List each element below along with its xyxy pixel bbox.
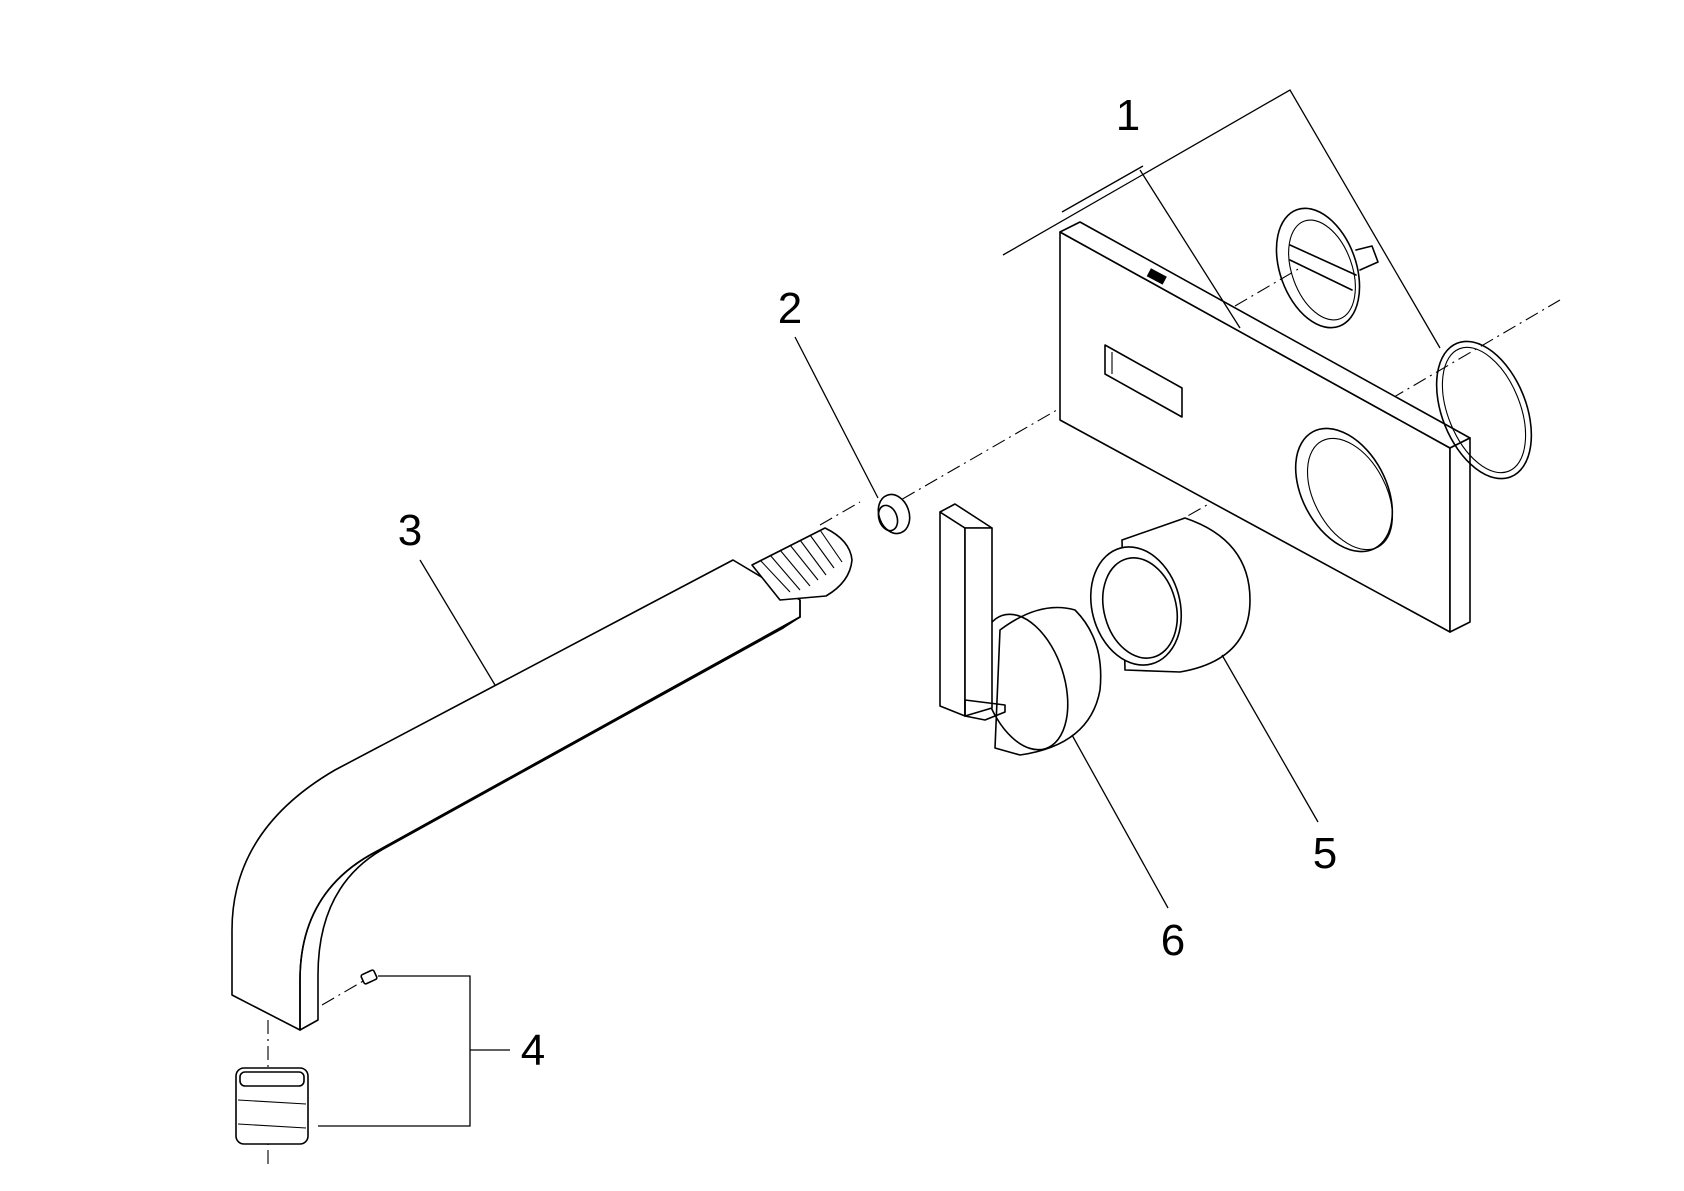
callout-6: 6 — [1161, 916, 1185, 965]
callout-5: 5 — [1313, 829, 1337, 878]
aerator-top — [239, 1071, 305, 1087]
part-2-seal-nut — [877, 493, 911, 535]
lever-foot — [964, 699, 1006, 721]
leader-lines — [318, 89, 1441, 1127]
plate-logo-mark — [1146, 268, 1167, 285]
leader-4 — [318, 975, 510, 1127]
cartridge-ring-outer — [1275, 207, 1361, 329]
axis-spout-nut — [819, 501, 861, 526]
callout-4: 4 — [521, 1026, 545, 1075]
plate-bore-inner — [1306, 437, 1394, 551]
aerator-body — [235, 1067, 309, 1145]
plate-slot — [1104, 344, 1183, 418]
axis-screw — [321, 979, 366, 1006]
callout-2: 2 — [778, 284, 802, 333]
aerator-groove-2 — [237, 1123, 307, 1129]
handle-rosette — [994, 606, 1102, 756]
sleeve-front-inner — [1102, 557, 1178, 659]
spout-body-top — [231, 559, 801, 1031]
leader-2 — [794, 336, 879, 499]
cartridge-ring-bar — [1289, 244, 1357, 291]
part-4-aerator — [235, 969, 378, 1145]
seal-nut-outer — [877, 493, 911, 535]
leader-1 — [1002, 89, 1441, 349]
o-ring-outer — [1435, 340, 1533, 480]
plate-side-edge — [1449, 437, 1471, 633]
part-5-sleeve — [1089, 517, 1251, 673]
spout-body-front — [299, 616, 801, 1031]
callout-1: 1 — [1116, 91, 1140, 140]
spout-thread-lines — [759, 529, 843, 593]
callout-labels: 1 2 3 4 5 6 — [398, 91, 1337, 1075]
set-screw — [360, 969, 378, 985]
part-1-wall-plate — [1059, 207, 1533, 633]
o-ring-inner — [1441, 346, 1527, 474]
aerator-groove-1 — [237, 1099, 307, 1105]
axis-upper — [879, 267, 1301, 513]
spout-inner-edge — [299, 627, 784, 1031]
spout-thread — [751, 527, 853, 601]
leader-3 — [419, 559, 496, 686]
callout-3: 3 — [398, 506, 422, 555]
spout-end-face — [782, 599, 801, 629]
cartridge-ring-tab — [1355, 245, 1379, 271]
part-6-lever-handle — [939, 503, 1102, 756]
lever-front — [939, 511, 966, 717]
leader-6 — [1071, 734, 1169, 909]
seal-nut-inner — [877, 504, 899, 532]
cartridge-ring-inner — [1288, 219, 1356, 321]
lever-side — [964, 527, 993, 717]
leader-5 — [1221, 654, 1319, 823]
part-3-spout — [231, 527, 853, 1031]
